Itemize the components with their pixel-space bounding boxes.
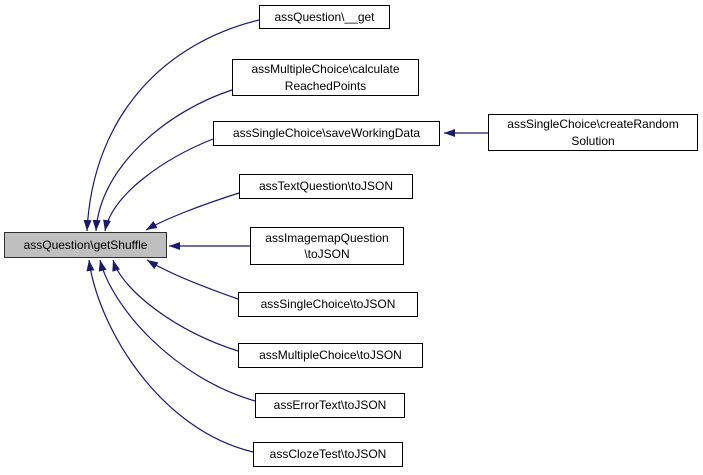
edge-calculateReachedPoints-to-getShuffle [92, 89, 233, 232]
edge-get-to-getShuffle [83, 19, 260, 232]
node-label: assClozeTest\toJSON [269, 447, 387, 462]
node-label: assSingleChoice\toJSON [260, 297, 396, 312]
node-assClozeTest-toJSON[interactable]: assClozeTest\toJSON [253, 442, 403, 467]
node-label: assQuestion\__get [274, 9, 375, 24]
edge-errorText-toJSON-to-getShuffle [98, 259, 256, 402]
node-assQuestion-get[interactable]: assQuestion\__get [259, 5, 390, 29]
node-label: assQuestion\getShuffle [23, 237, 148, 252]
node-label: assErrorText\toJSON [273, 398, 387, 413]
node-assQuestion-getShuffle: assQuestion\getShuffle [4, 232, 167, 258]
node-assSingleChoice-saveWorkingData[interactable]: assSingleChoice\saveWorkingData [213, 121, 440, 146]
node-assTextQuestion-toJSON[interactable]: assTextQuestion\toJSON [239, 174, 413, 199]
node-label: assImagemapQuestion [265, 230, 389, 245]
node-assErrorText-toJSON[interactable]: assErrorText\toJSON [255, 393, 405, 418]
node-assMultipleChoice-toJSON[interactable]: assMultipleChoice\toJSON [238, 343, 423, 368]
node-label: Solution [571, 133, 615, 148]
node-assMultipleChoice-calculateReachedPoints[interactable]: assMultipleChoice\calculate ReachedPoint… [232, 59, 419, 96]
node-assSingleChoice-createRandomSolution[interactable]: assSingleChoice\createRandom Solution [488, 114, 698, 151]
edge-multipleChoice-toJSON-to-getShuffle [112, 259, 239, 352]
node-label: \toJSON [304, 247, 350, 261]
node-label: ReachedPoints [284, 78, 367, 93]
node-label: assSingleChoice\createRandom [507, 117, 679, 132]
node-assImagemapQuestion-toJSON[interactable]: assImagemapQuestion \toJSON [250, 227, 404, 265]
edge-clozeTest-toJSON-to-getShuffle [86, 259, 254, 453]
node-assSingleChoice-toJSON[interactable]: assSingleChoice\toJSON [238, 292, 418, 317]
edge-singleChoice-toJSON-to-getShuffle [146, 259, 239, 300]
edge-textQuestion-toJSON-to-getShuffle [145, 192, 240, 231]
node-label: assTextQuestion\toJSON [258, 179, 394, 194]
node-label: assSingleChoice\saveWorkingData [232, 126, 421, 141]
edge-saveWorkingData-to-getShuffle [103, 138, 214, 232]
node-label: assMultipleChoice\toJSON [259, 348, 402, 363]
node-label: assMultipleChoice\calculate [251, 62, 400, 77]
